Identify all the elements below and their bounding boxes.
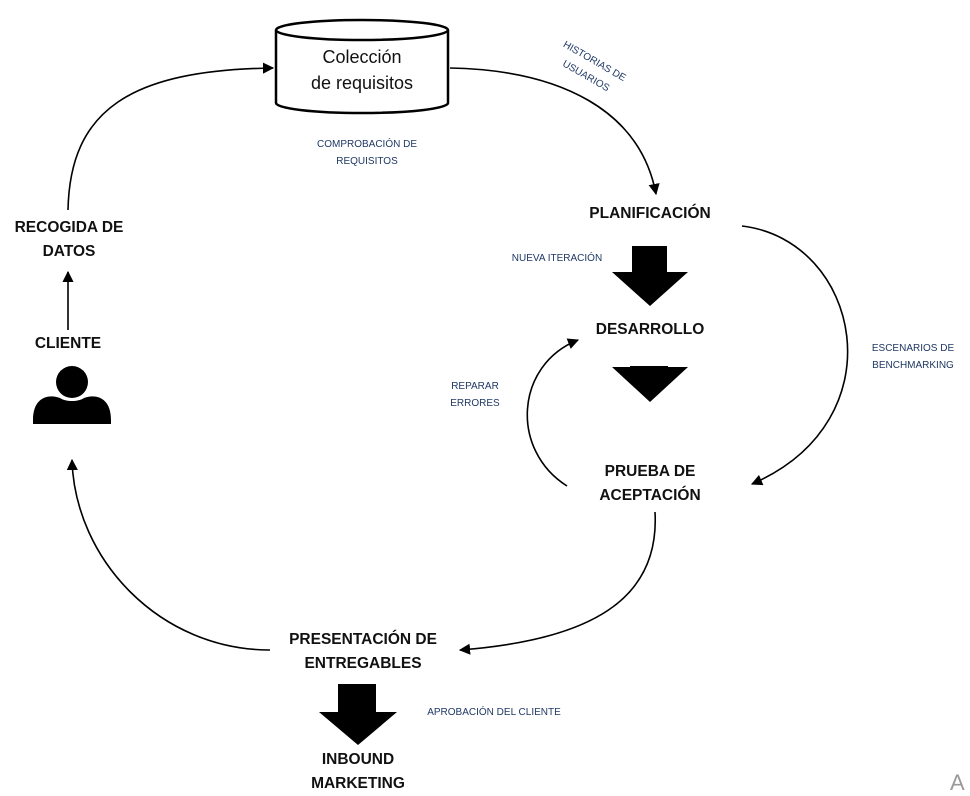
arrow-prueba-to-presentacion <box>458 511 656 655</box>
corner-letter: A <box>950 770 965 795</box>
node-cliente: CLIENTE <box>34 335 102 352</box>
arrow-planificacion-to-prueba <box>741 225 849 486</box>
arrow-presentacion-to-cliente <box>66 458 271 651</box>
block-arrow-to-inbound <box>319 684 397 745</box>
annotation-reparar-errores: REPARAR ERRORES <box>450 381 500 409</box>
annotation-comprobacion-requisitos: COMPROBACIÓN DE REQUISITOS <box>316 139 417 167</box>
annotation-aprobacion-cliente: APROBACIÓN DEL CLIENTE <box>427 707 561 718</box>
node-planificacion: PLANIFICACIÓN <box>589 205 711 222</box>
node-presentacion-entregables: PRESENTACIÓN DE ENTREGABLES <box>289 631 437 672</box>
person-icon <box>33 366 111 424</box>
database-cylinder-icon <box>274 18 450 115</box>
annotation-nueva-iteracion: NUEVA ITERACIÓN <box>511 253 603 264</box>
arrow-recogida-to-collection <box>67 62 275 211</box>
arrow-repair-loop <box>526 338 580 487</box>
arrow-collection-to-planificacion <box>449 67 660 196</box>
annotation-escenarios-benchmarking: ESCENARIOS DE BENCHMARKING <box>871 343 955 371</box>
block-arrow-nueva-iteracion <box>612 246 688 306</box>
node-inbound-marketing: INBOUND MARKETING <box>311 751 405 792</box>
node-desarrollo: DESARROLLO <box>595 321 705 338</box>
block-arrow-desarrollo-to-prueba <box>612 366 688 402</box>
database-label: Colección de requisitos <box>310 47 414 93</box>
node-recogida-datos: RECOGIDA DE DATOS <box>14 219 124 260</box>
node-prueba-aceptacion: PRUEBA DE ACEPTACIÓN <box>599 463 701 504</box>
